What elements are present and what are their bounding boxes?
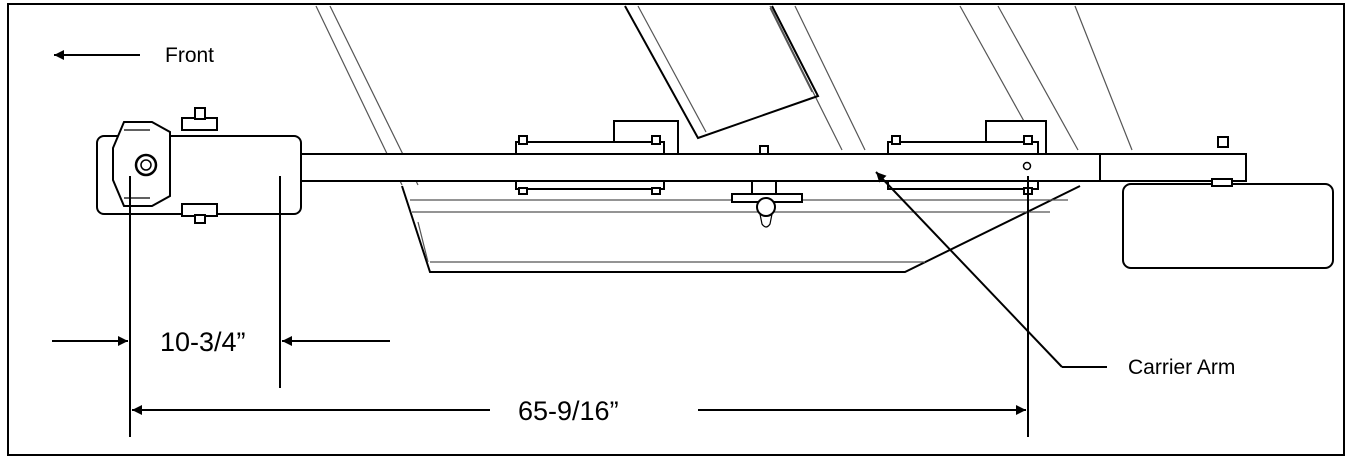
mounting-brackets	[515, 120, 1047, 190]
dimension-short-label: 10-3/4”	[160, 327, 246, 357]
right-wheel	[1122, 178, 1334, 269]
left-wheel-assembly	[96, 107, 302, 224]
drawing-border	[7, 3, 1345, 456]
dimension-long-label: 65-9/16”	[518, 396, 619, 426]
carrier-arm-leader	[875, 171, 1107, 368]
front-label: Front	[165, 44, 214, 67]
latch-assembly	[731, 180, 803, 228]
chute-block	[624, 5, 820, 140]
extension-lines	[129, 176, 1029, 437]
carrier-arm-label: Carrier Arm	[1128, 356, 1235, 379]
arm-hole-right	[1022, 161, 1032, 171]
